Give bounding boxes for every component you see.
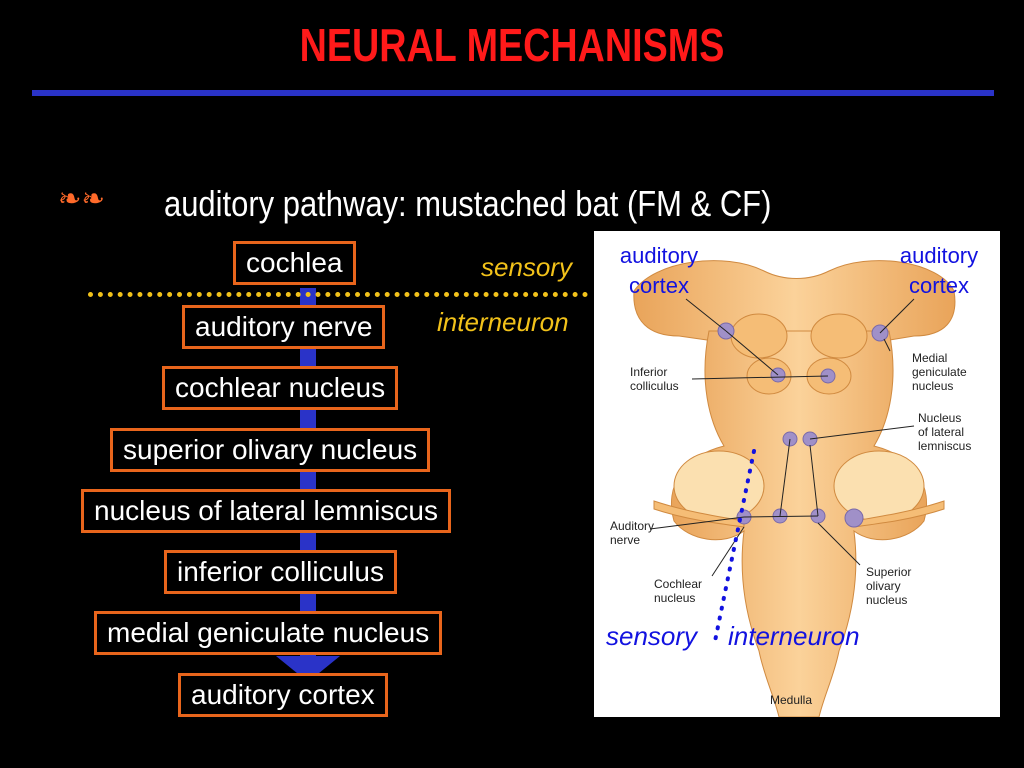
sensory-interneuron-divider: [88, 292, 588, 297]
figure-sensory-label: sensory: [606, 621, 698, 651]
pathway-box-cochlear-nucleus: cochlear nucleus: [162, 366, 399, 410]
sensory-label: sensory: [481, 252, 573, 282]
figure-interneuron-label: interneuron: [728, 621, 860, 651]
pathway-box-medial-geniculate: medial geniculate nucleus: [94, 611, 443, 655]
pathway-box-auditory-cortex: auditory cortex: [178, 673, 388, 717]
pathway-box-inferior-colliculus: inferior colliculus: [164, 550, 397, 594]
pathway-box-superior-olivary: superior olivary nucleus: [110, 428, 431, 472]
slide-heading: auditory pathway: mustached bat (FM & CF…: [164, 183, 772, 224]
figure-label-medulla: Medulla: [770, 693, 813, 707]
slide-title: NEURAL MECHANISMS: [299, 19, 725, 71]
interneuron-label: interneuron: [437, 307, 569, 337]
pathway-box-cochlea: cochlea: [233, 241, 356, 285]
pathway-box-auditory-nerve: auditory nerve: [182, 305, 386, 349]
pathway-box-lateral-lemniscus: nucleus of lateral lemniscus: [81, 489, 451, 533]
bullet-glyph: ❧❧: [58, 183, 105, 214]
brainstem-illustration: [633, 260, 956, 717]
title-underline: [32, 90, 994, 96]
